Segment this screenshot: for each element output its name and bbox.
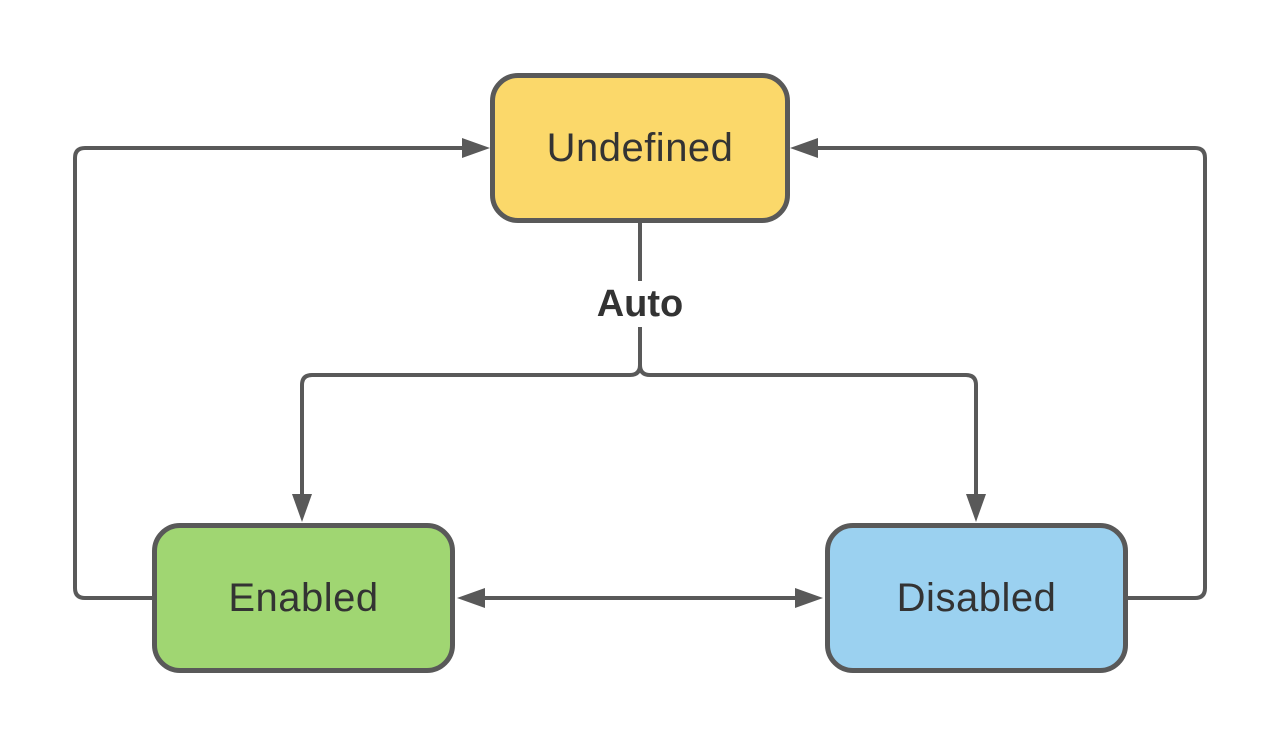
edge-undefined-to-enabled	[292, 223, 642, 522]
edge-enabled-disabled-bidirectional	[457, 588, 823, 608]
arrowhead-into-undefined-left	[462, 138, 490, 158]
edge-undefined-to-disabled-line	[638, 223, 978, 494]
arrowhead-into-undefined-right	[790, 138, 818, 158]
edge-undefined-to-disabled	[638, 223, 986, 522]
node-enabled-label: Enabled	[228, 575, 379, 620]
node-undefined: Undefined	[490, 73, 790, 223]
arrowhead-into-enabled-right	[457, 588, 485, 608]
arrowhead-into-disabled-left	[795, 588, 823, 608]
edge-enabled-to-undefined-line	[73, 146, 462, 600]
node-disabled: Disabled	[825, 523, 1128, 673]
node-enabled: Enabled	[152, 523, 455, 673]
edge-disabled-to-undefined-line	[818, 146, 1207, 600]
arrowhead-into-disabled-top	[966, 494, 986, 522]
node-disabled-label: Disabled	[896, 575, 1057, 620]
node-undefined-label: Undefined	[546, 125, 734, 170]
edge-enabled-to-undefined	[73, 138, 490, 600]
edge-undefined-to-enabled-line	[300, 223, 642, 494]
edge-disabled-to-undefined	[790, 138, 1207, 600]
arrowhead-into-enabled-top	[292, 494, 312, 522]
edge-label-auto: Auto	[592, 281, 688, 327]
